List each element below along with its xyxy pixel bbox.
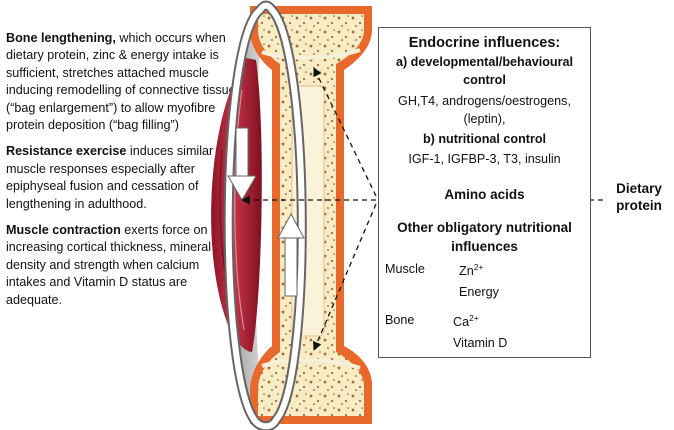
calcium-value: Ca2+ — [453, 313, 479, 329]
developmental-items-line1: GH,T4, androgens/oestrogens, — [398, 94, 571, 108]
dietary-label-line2: protein — [616, 198, 662, 213]
bone-lengthening-paragraph: Bone lengthening, which occurs when diet… — [6, 30, 242, 134]
dietary-label-line1: Dietary — [616, 181, 662, 196]
bone-lengthening-text: which occurs when dietary protein, zinc … — [6, 31, 236, 133]
muscle-contraction-paragraph: Muscle contraction exerts force on bone … — [6, 222, 242, 309]
tension-ring — [223, 0, 307, 430]
developmental-items-line2: (leptin), — [463, 112, 506, 126]
muscle-contraction-title: Muscle contraction — [6, 223, 121, 238]
muscle-influence-label: Muscle — [385, 262, 425, 276]
developmental-label-line2: control — [463, 73, 506, 87]
calcium-symbol: Ca — [453, 315, 470, 330]
upward-bone-arrow — [277, 212, 305, 297]
vitamin-d-value: Vitamin D — [453, 336, 508, 350]
left-text-panel: Bone lengthening, which occurs when diet… — [6, 30, 242, 318]
other-influences-line1: Other obligatory nutritional — [397, 220, 572, 235]
amino-acids-label: Amino acids — [444, 187, 525, 202]
muscle-contraction-text: exerts force on bone increasing cortical… — [6, 223, 240, 307]
bone-lengthening-title: Bone lengthening, — [6, 31, 116, 45]
zinc-charge: 2+ — [473, 262, 484, 272]
resistance-exercise-paragraph: Resistance exercise induces similar musc… — [6, 143, 242, 213]
resistance-exercise-text: induces similar muscle responses especia… — [6, 144, 214, 211]
zinc-value: Zn2+ — [459, 262, 483, 278]
developmental-label-line1: a) developmental/behavioural — [395, 55, 574, 69]
influences-box: Endocrine influences: a) developmental/b… — [378, 27, 591, 358]
other-influences-line2: influences — [451, 239, 518, 254]
resistance-exercise-title: Resistance exercise — [6, 144, 127, 159]
bone-influence-label: Bone — [385, 313, 415, 327]
downward-muscle-arrow — [227, 127, 257, 201]
long-bone — [250, 6, 372, 424]
calcium-charge: 2+ — [469, 313, 479, 323]
endocrine-title: Endocrine influences: — [408, 35, 561, 51]
nutritional-control-label: b) nutritional control — [422, 132, 547, 146]
energy-value: Energy — [459, 285, 499, 299]
zinc-symbol: Zn — [459, 264, 474, 279]
dietary-protein-label: Dietary protein — [606, 180, 672, 214]
arrow-box-to-top-plate — [313, 67, 377, 197]
nutritional-control-items: IGF-1, IGFBP-3, T3, insulin — [408, 152, 561, 166]
